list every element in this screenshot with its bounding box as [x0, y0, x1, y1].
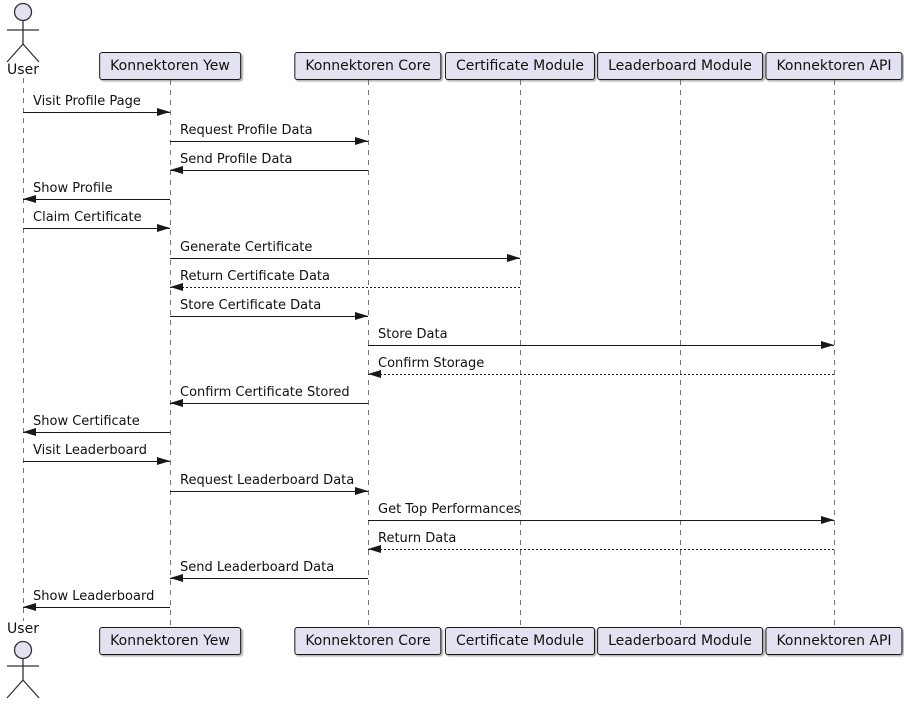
- user-actor-icon: [6, 640, 40, 699]
- message-arrowhead: [170, 574, 183, 583]
- message-label: Generate Certificate: [180, 240, 313, 255]
- participant-box-yew-bottom: Konnektoren Yew: [99, 627, 241, 655]
- message-label: Show Leaderboard: [33, 589, 155, 604]
- message-line: [170, 491, 368, 493]
- message-label: Request Leaderboard Data: [180, 473, 355, 488]
- message-arrowhead: [355, 487, 368, 496]
- message-label: Visit Leaderboard: [33, 443, 147, 458]
- lifeline-yew: [169, 80, 171, 627]
- participant-box-cert-top: Certificate Module: [444, 52, 596, 80]
- message-arrowhead: [170, 399, 183, 408]
- actor-label-bottom: User: [7, 621, 39, 637]
- message-line: [23, 607, 170, 609]
- message-arrowhead: [821, 516, 834, 525]
- message-label: Get Top Performances: [378, 502, 521, 517]
- message-arrowhead: [23, 428, 36, 437]
- message-arrowhead: [355, 137, 368, 146]
- message-line: [23, 432, 170, 434]
- message-line: [170, 170, 368, 172]
- message-label: Visit Profile Page: [33, 94, 141, 109]
- user-actor-icon: [6, 2, 40, 63]
- lifeline-user: [22, 78, 24, 621]
- message-line: [368, 374, 834, 376]
- message-label: Store Data: [378, 327, 448, 342]
- participant-box-yew-top: Konnektoren Yew: [99, 52, 241, 80]
- message-label: Return Certificate Data: [180, 269, 330, 284]
- participant-box-leaderboard-bottom: Leaderboard Module: [597, 627, 763, 655]
- message-label: Confirm Storage: [378, 356, 485, 371]
- message-line: [170, 287, 520, 289]
- message-line: [23, 112, 170, 114]
- message-arrowhead: [23, 603, 36, 612]
- message-arrowhead: [821, 341, 834, 350]
- message-arrowhead: [170, 166, 183, 175]
- message-arrowhead: [157, 457, 170, 466]
- message-line: [23, 199, 170, 201]
- message-arrowhead: [355, 312, 368, 321]
- message-line: [170, 258, 520, 260]
- message-line: [170, 141, 368, 143]
- participant-box-cert-bottom: Certificate Module: [444, 627, 596, 655]
- participant-box-api-top: Konnektoren API: [765, 52, 903, 80]
- participant-box-leaderboard-top: Leaderboard Module: [597, 52, 763, 80]
- message-label: Return Data: [378, 531, 457, 546]
- lifeline-leaderboard: [679, 80, 681, 627]
- message-arrowhead: [368, 545, 381, 554]
- message-line: [368, 549, 834, 551]
- message-line: [368, 345, 834, 347]
- lifeline-core: [367, 80, 369, 627]
- message-line: [23, 228, 170, 230]
- lifeline-cert: [519, 80, 521, 627]
- message-arrowhead: [507, 254, 520, 263]
- message-label: Claim Certificate: [33, 210, 142, 225]
- lifeline-api: [833, 80, 835, 627]
- participant-box-api-bottom: Konnektoren API: [765, 627, 903, 655]
- message-label: Show Profile: [33, 181, 113, 196]
- message-line: [170, 578, 368, 580]
- actor-label-top: User: [7, 62, 39, 78]
- message-arrowhead: [157, 224, 170, 233]
- message-label: Request Profile Data: [180, 123, 313, 138]
- message-label: Store Certificate Data: [180, 298, 322, 313]
- message-arrowhead: [23, 195, 36, 204]
- message-line: [23, 461, 170, 463]
- message-label: Send Leaderboard Data: [180, 560, 335, 575]
- message-arrowhead: [157, 108, 170, 117]
- message-line: [368, 520, 834, 522]
- message-label: Show Certificate: [33, 414, 140, 429]
- message-line: [170, 316, 368, 318]
- participant-box-core-top: Konnektoren Core: [294, 52, 442, 80]
- participant-box-core-bottom: Konnektoren Core: [294, 627, 442, 655]
- message-line: [170, 403, 368, 405]
- message-label: Send Profile Data: [180, 152, 293, 167]
- message-arrowhead: [170, 283, 183, 292]
- message-arrowhead: [368, 370, 381, 379]
- message-label: Confirm Certificate Stored: [180, 385, 350, 400]
